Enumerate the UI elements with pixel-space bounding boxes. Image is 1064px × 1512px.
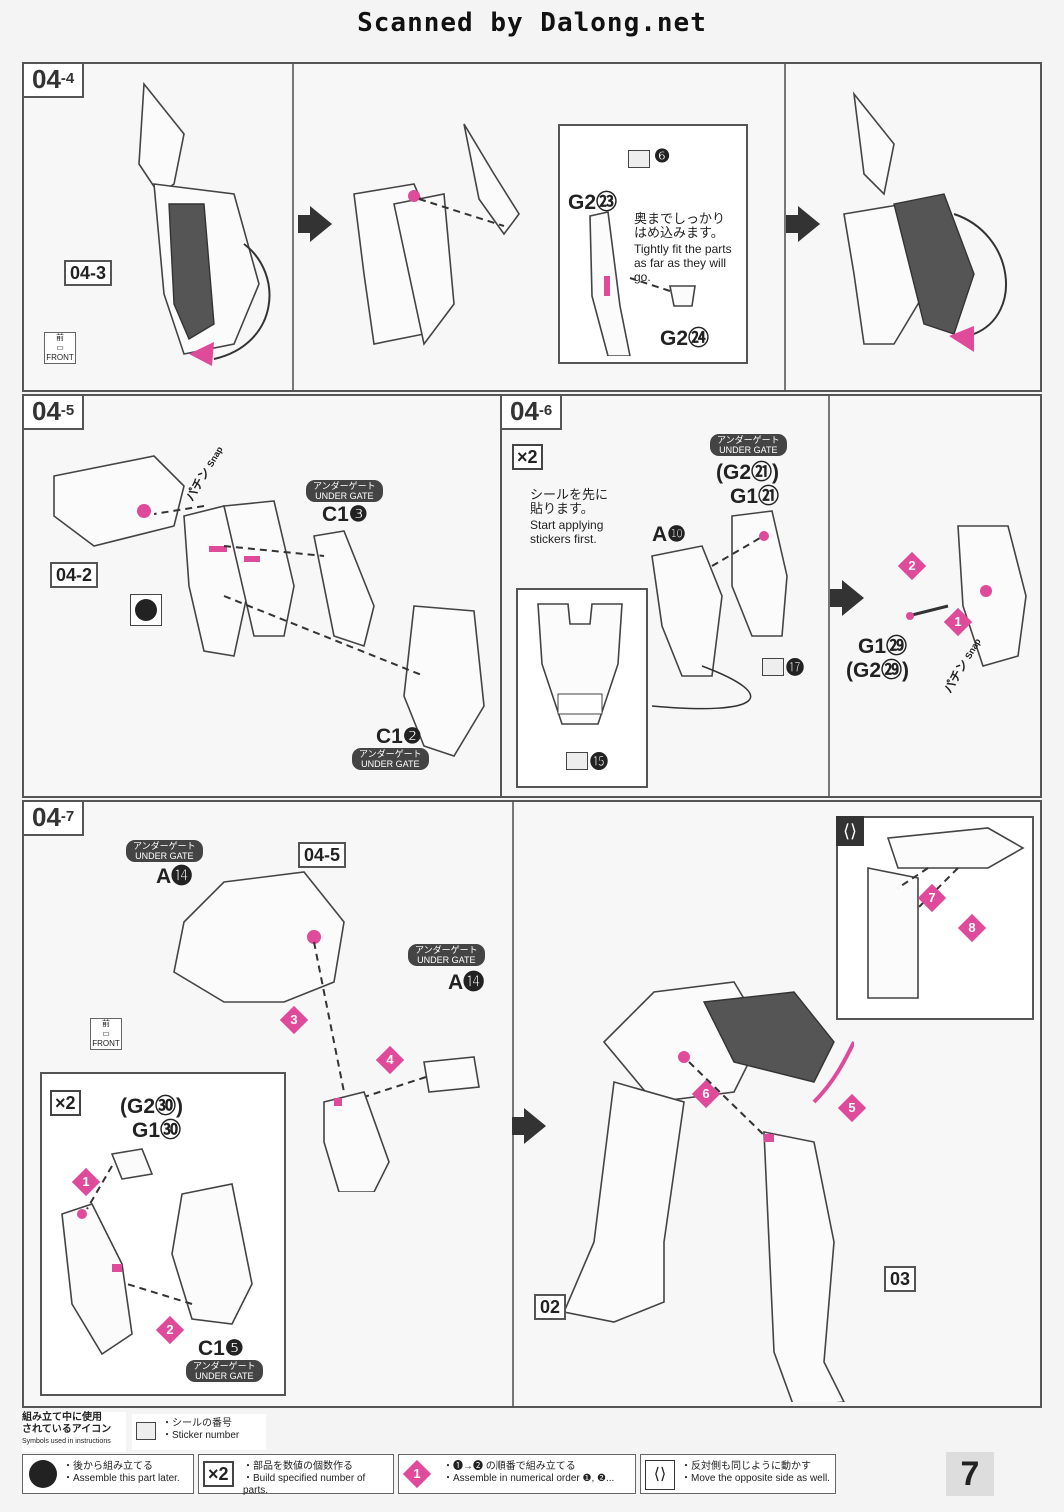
step-panel-04-4: 04-4 04-3 前▭FRONT ❻ G2㉓ 奥までしっかり はめ込みます。 …	[22, 62, 1042, 392]
ref-03: 03	[884, 1266, 917, 1292]
sticker-icon	[566, 752, 588, 770]
part-label-c1-5: C1❺	[198, 1337, 244, 1360]
chest-torso-illustration	[173, 871, 480, 1192]
ref-04-2: 04-2	[50, 562, 99, 588]
step-order-4: 4	[375, 1045, 405, 1075]
legend-assemble-later: ・後から組み立てる・Assemble this part later.	[22, 1454, 194, 1494]
page-number: 7	[946, 1452, 994, 1496]
part-label-g1-30: G1㉚	[132, 1119, 182, 1142]
sticker-number: ⓱	[786, 658, 804, 678]
step-order-5: 5	[837, 1093, 867, 1123]
part-label-g1-21: G1㉑	[730, 485, 780, 508]
step-order-1: 1	[71, 1167, 101, 1197]
waist-legs-illustration	[562, 981, 854, 1402]
step-order-1: 1	[943, 607, 973, 637]
sticker-icon	[628, 150, 650, 168]
part-label-g2-29: (G2㉙)	[846, 659, 909, 682]
legend-x2: ×2 ・部品を数値の個数作る・Build specified number of…	[198, 1454, 394, 1496]
legend-opposite: ⟨⟩ ・反対側も同じように動かす・Move the opposite side …	[640, 1454, 836, 1494]
ref-04-5: 04-5	[298, 842, 347, 868]
part-label-c1-3: C1❸	[322, 503, 368, 526]
next-arrow	[298, 206, 332, 242]
chest-part-result	[843, 91, 1007, 352]
next-arrow	[512, 1108, 546, 1144]
ref-04-3: 04-3	[64, 260, 113, 286]
x2-icon: ×2	[50, 1090, 81, 1116]
part-label-a-10: A❿	[652, 523, 686, 546]
part-label-g2-30: (G2㉚)	[120, 1095, 183, 1118]
front-icon: 前▭FRONT	[90, 1018, 122, 1050]
step-order-2: 2	[155, 1315, 185, 1345]
x2-icon: ×2	[203, 1461, 234, 1487]
shoulder-parts-illustration	[651, 510, 788, 710]
sticker-icon	[136, 1422, 156, 1440]
step-order-6: 6	[691, 1079, 721, 1109]
sticker-icon	[762, 658, 784, 676]
opposite-side-icon: ⟨⟩	[645, 1460, 675, 1490]
legend-sticker: ・シールの番号・Sticker number	[132, 1414, 266, 1450]
fit-note-jp: 奥までしっかり はめ込みます。	[634, 211, 726, 240]
chest-part-assembly	[353, 123, 520, 346]
sticker-number: ⓯	[590, 752, 608, 772]
step-order-8: 8	[957, 913, 987, 943]
assemble-later-icon	[29, 1460, 57, 1488]
next-arrow	[786, 206, 820, 242]
step-number: 04-6	[500, 394, 563, 430]
front-icon: 前▭FRONT	[44, 332, 76, 364]
sticker-first-note-jp: シールを先に 貼ります。	[530, 487, 609, 516]
part-label-g2-24: G2㉔	[660, 327, 710, 350]
step-order-3: 3	[279, 1005, 309, 1035]
detail-box: ❻ G2㉓ 奥までしっかり はめ込みます。 Tightly fit the pa…	[558, 124, 748, 364]
step-panel-04-6: 04-6 ×2 シールを先に 貼ります。 Start applying stic…	[500, 394, 1042, 798]
part-label-g2-21: (G2㉑)	[716, 461, 779, 484]
legend-order: 1 ・❶→❷ の順番で組み立てる・Assemble in numerical o…	[398, 1454, 636, 1494]
opposite-side-detail: ⟨⟩ 7 8	[836, 816, 1034, 1020]
chest-part-illustration	[138, 81, 271, 366]
opposite-side-icon: ⟨⟩	[836, 816, 864, 846]
sticker-number: ❻	[654, 146, 671, 166]
step-number: 04-4	[22, 62, 85, 98]
detail-part-illustration	[589, 211, 696, 356]
step-order-7: 7	[917, 883, 947, 913]
scan-watermark: Scanned by Dalong.net	[357, 8, 707, 38]
sticker-detail-box: ⓯	[516, 588, 648, 788]
ref-02: 02	[534, 1294, 567, 1320]
next-arrow	[830, 580, 864, 616]
legend-title: 組み立て中に使用 されているアイコン Symbols used in instr…	[22, 1412, 126, 1452]
shoulder-result-illustration	[906, 525, 1027, 667]
torso-assembly-illustration	[53, 455, 485, 757]
part-label-c1-2: C1❷	[376, 725, 422, 748]
part-label-g2-23: G2㉓	[568, 191, 618, 214]
part-label-a-14-b: A⓮	[448, 971, 485, 994]
part-label-g1-29: G1㉙	[858, 635, 908, 658]
assemble-later-icon	[130, 594, 162, 626]
step-number: 04-5	[22, 394, 85, 430]
step-number: 04-7	[22, 800, 85, 836]
part-label-a-14: A⓮	[156, 865, 193, 888]
step-order-2: 2	[897, 551, 927, 581]
step-order-icon: 1	[402, 1459, 432, 1489]
x2-icon: ×2	[512, 444, 543, 470]
fit-note-en: Tightly fit the parts as far as they wil…	[634, 242, 732, 284]
sticker-first-note-en: Start applying stickers first.	[530, 518, 604, 546]
